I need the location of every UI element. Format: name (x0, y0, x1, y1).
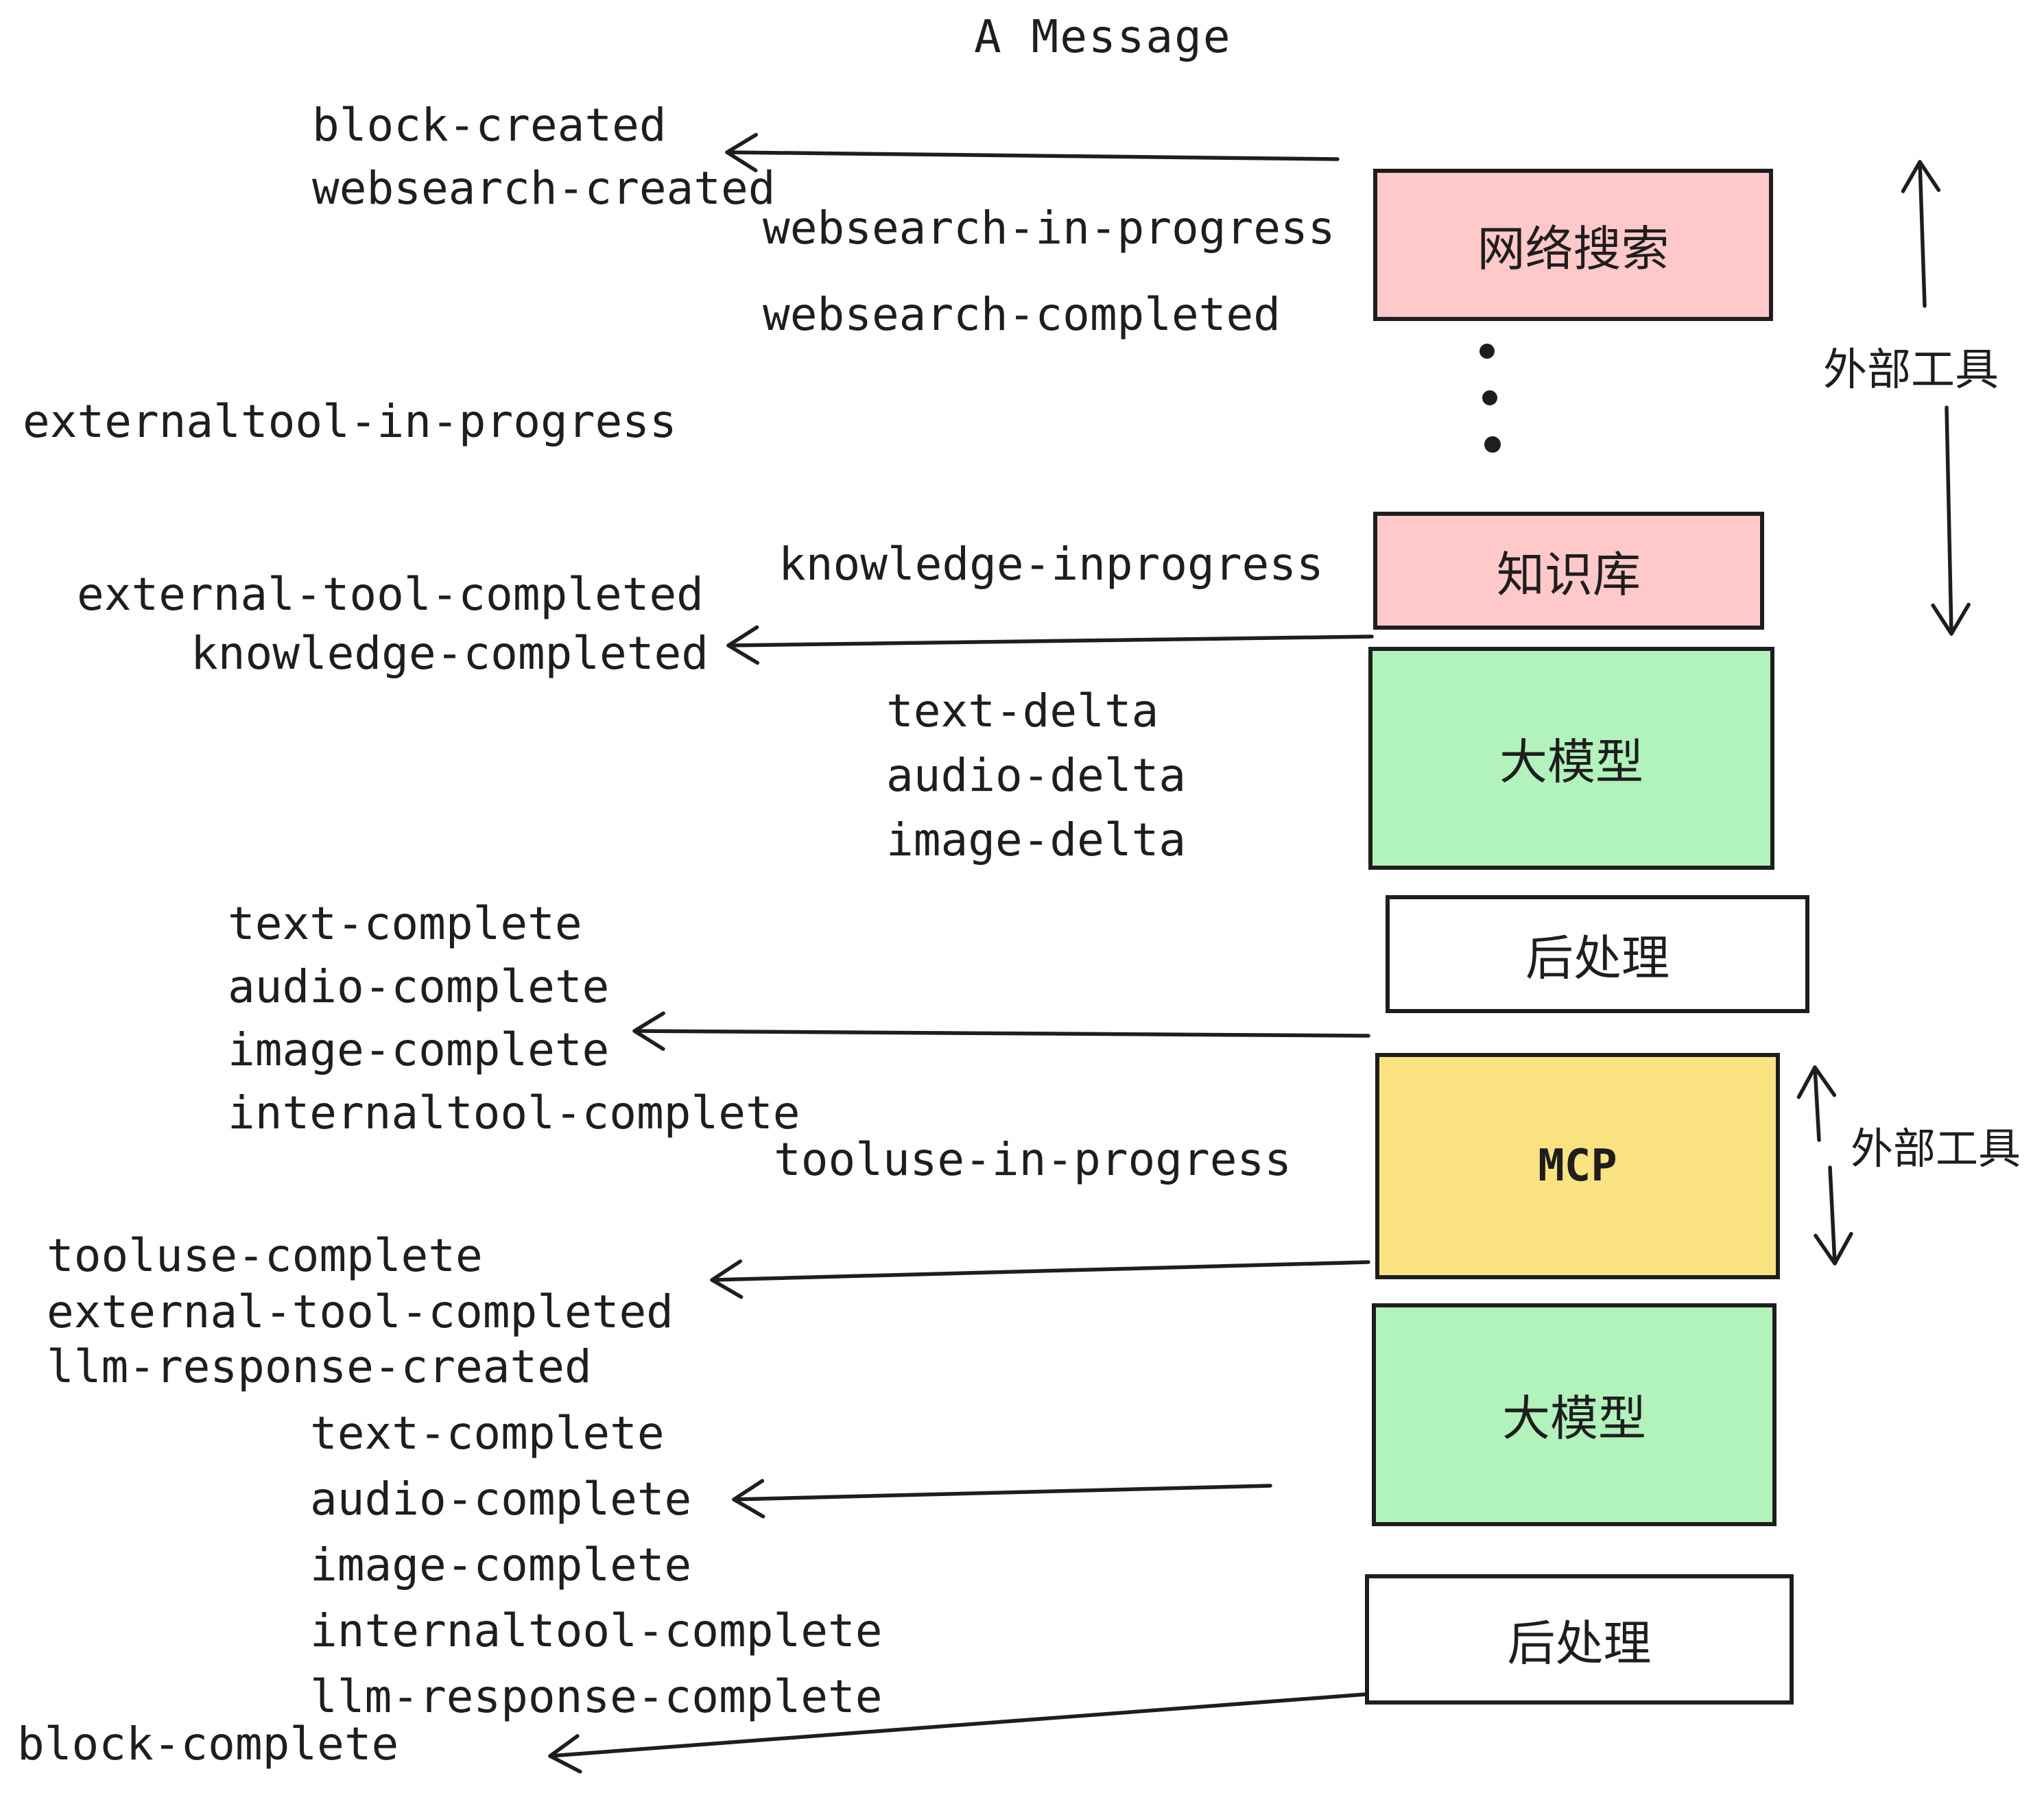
event-llm-response-created: llm-response-created (47, 1340, 592, 1393)
event-image-delta-1: image-delta (886, 814, 1187, 866)
event-block-created: block-created (312, 99, 667, 152)
event-text-delta-1: text-delta (886, 685, 1159, 737)
box-postprocess-bottom-label: 后处理 (1507, 1615, 1652, 1672)
event-external-tool-completed-1: external-tool-completed (77, 568, 704, 621)
arrow-to-websearch-created (725, 132, 1340, 173)
box-llm-top-label: 大模型 (1499, 734, 1643, 790)
box-knowledge: 知识库 (1373, 512, 1764, 630)
box-websearch-label: 网络搜索 (1477, 220, 1669, 277)
event-tooluse-complete: tooluse-complete (47, 1229, 483, 1282)
box-llm-bottom: 大模型 (1372, 1303, 1776, 1526)
event-external-tool-completed-2: external-tool-completed (47, 1285, 674, 1338)
event-tooluse-in-progress: tooluse-in-progress (774, 1133, 1292, 1186)
box-llm-bottom-label: 大模型 (1502, 1390, 1646, 1447)
event-image-complete-1: image-complete (228, 1023, 610, 1076)
event-text-complete-1: text-complete (228, 897, 582, 950)
event-externaltool-in-progress: externaltool-in-progress (23, 395, 677, 448)
event-audio-complete-1: audio-complete (228, 960, 610, 1013)
event-text-complete-2: text-complete (310, 1407, 665, 1460)
box-knowledge-label: 知识库 (1497, 546, 1641, 603)
event-knowledge-inprogress: knowledge-inprogress (779, 538, 1324, 591)
event-websearch-created: websearch-created (312, 162, 776, 215)
box-mcp-label: MCP (1538, 1141, 1617, 1191)
box-websearch: 网络搜索 (1373, 169, 1773, 321)
event-knowledge-completed: knowledge-completed (191, 627, 709, 680)
external-tools-bottom-down-arrow (1814, 1165, 1853, 1266)
vertical-ellipsis-dots (1479, 344, 1501, 453)
event-llm-response-complete: llm-response-complete (310, 1670, 883, 1723)
event-audio-delta-1: audio-delta (886, 749, 1187, 802)
external-tools-top-up-arrow (1901, 160, 1941, 308)
event-audio-complete-2: audio-complete (310, 1473, 692, 1526)
arrow-to-image-complete (632, 1011, 1370, 1052)
external-tools-top-down-arrow (1931, 405, 1971, 636)
event-block-complete: block-complete (17, 1718, 399, 1770)
event-internaltool-complete-1: internaltool-complete (228, 1087, 800, 1139)
arrow-to-tooluse-complete (710, 1259, 1370, 1299)
arrow-to-audio-complete (732, 1479, 1272, 1519)
side-label-external-tools-bottom: 外部工具 (1851, 1124, 2021, 1174)
box-mcp: MCP (1375, 1053, 1780, 1279)
side-label-external-tools-top: 外部工具 (1823, 345, 1999, 396)
event-image-complete-2: image-complete (310, 1539, 692, 1591)
external-tools-bottom-up-arrow (1796, 1065, 1837, 1142)
diagram-title: A Message (974, 10, 1232, 63)
box-postprocess-bottom: 后处理 (1365, 1574, 1794, 1705)
arrow-to-knowledge-completed (726, 625, 1374, 665)
box-postprocess-top-label: 后处理 (1525, 929, 1669, 986)
box-llm-top: 大模型 (1368, 647, 1774, 870)
box-postprocess-top: 后处理 (1386, 895, 1809, 1013)
event-internaltool-complete-2: internaltool-complete (310, 1604, 883, 1657)
event-websearch-completed: websearch-completed (763, 288, 1281, 341)
event-websearch-in-progress: websearch-in-progress (763, 202, 1335, 254)
